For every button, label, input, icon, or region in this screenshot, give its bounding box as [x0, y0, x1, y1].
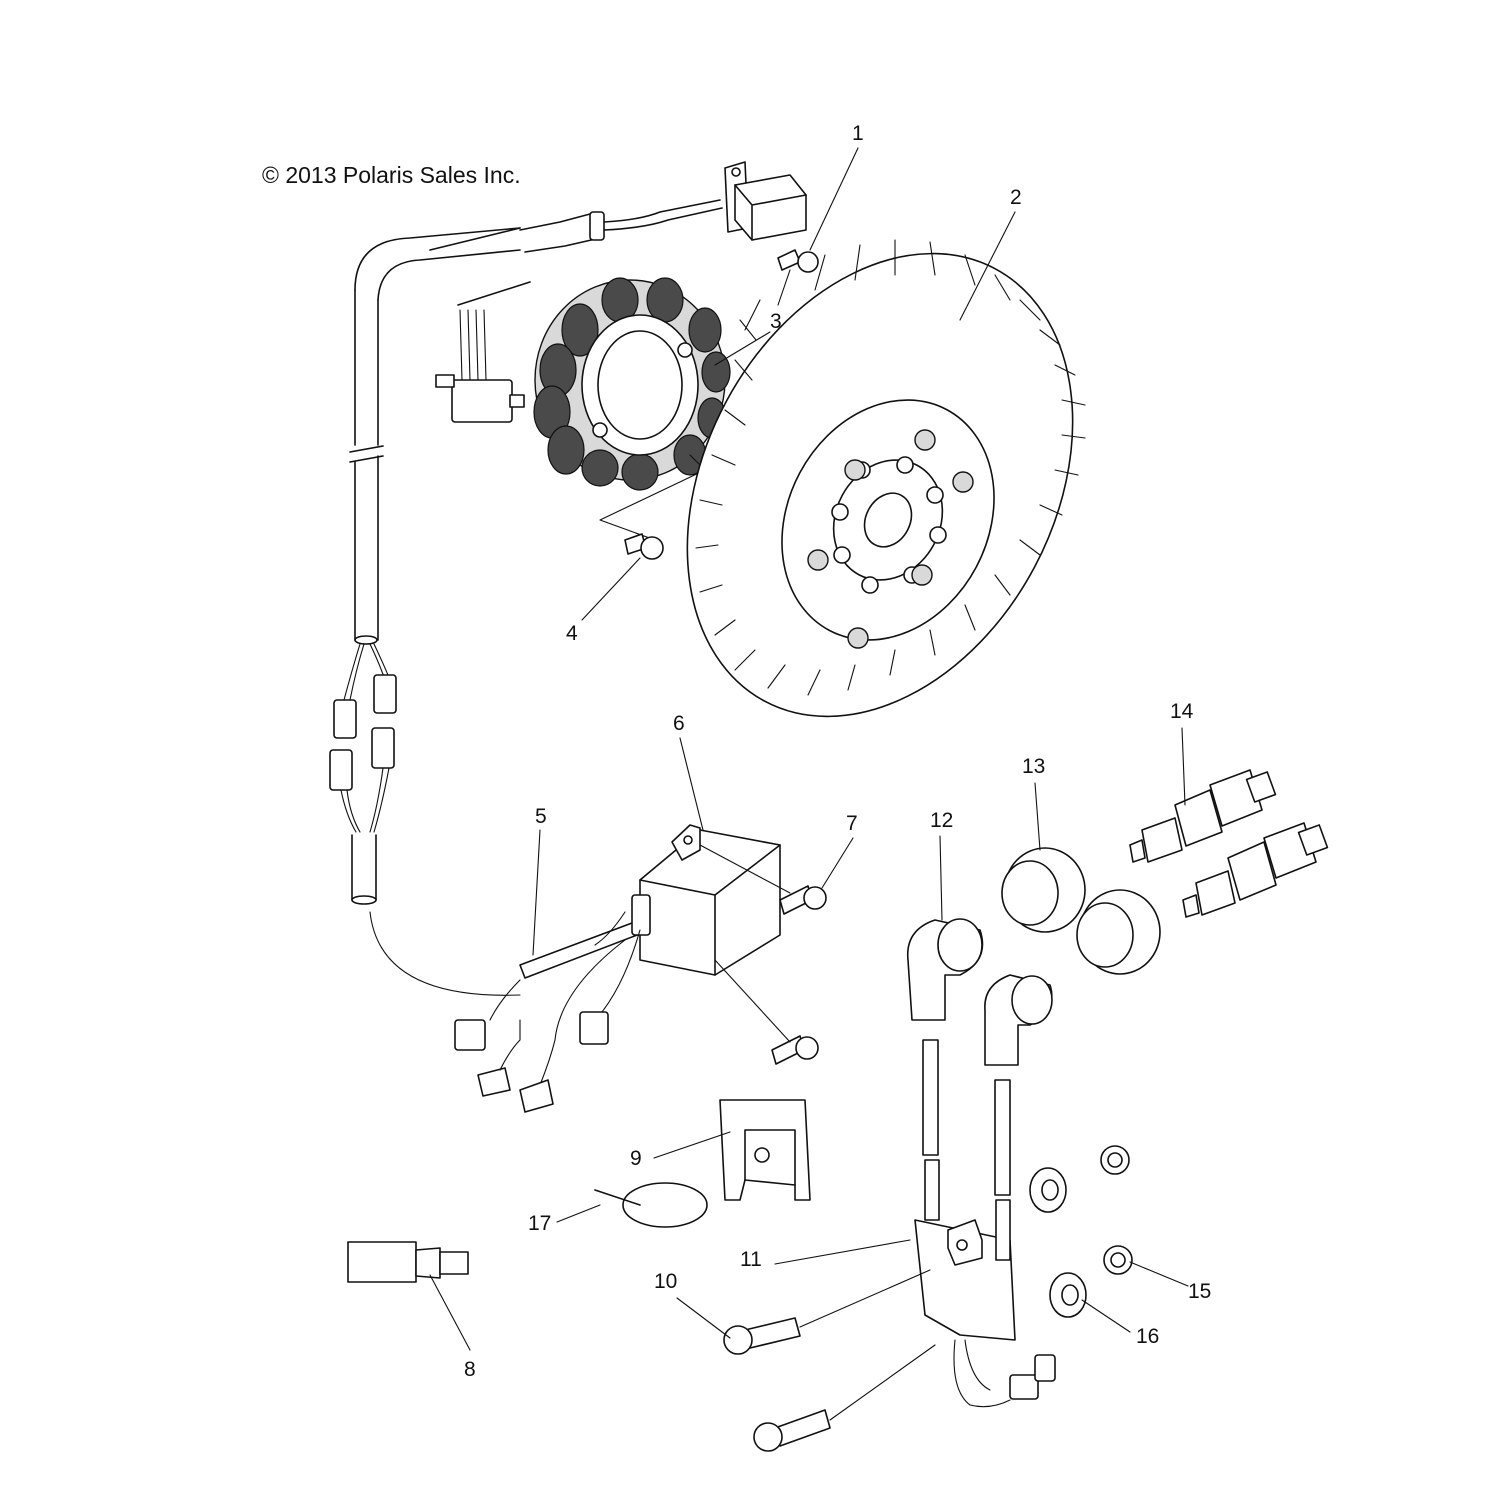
connector-d — [371, 727, 395, 769]
callout-4: 4 — [566, 622, 578, 645]
stator-screw — [624, 533, 664, 560]
spark-plugs — [1129, 769, 1329, 918]
callout-6: 6 — [673, 712, 685, 735]
coil-nuts — [1100, 1145, 1133, 1275]
coil-bracket — [719, 1099, 811, 1201]
callout-1: 1 — [852, 122, 864, 145]
connector-b — [373, 674, 397, 714]
callout-11: 11 — [740, 1248, 762, 1271]
connector-a — [333, 699, 357, 739]
callout-2: 2 — [1010, 186, 1022, 209]
pickup-sensor — [724, 161, 807, 241]
callout-10: 10 — [654, 1270, 677, 1293]
ignition-coil — [914, 1159, 1056, 1408]
callout-9: 9 — [630, 1147, 642, 1170]
pickup-screw — [777, 249, 819, 273]
callout-15: 15 — [1188, 1280, 1211, 1303]
terminal-connector — [347, 1241, 469, 1283]
callout-5: 5 — [535, 805, 547, 828]
callout-12: 12 — [930, 809, 953, 832]
callout-3: 3 — [770, 310, 782, 333]
flywheel — [686, 239, 1086, 718]
connector-c — [329, 749, 353, 791]
coil-bolts — [723, 1269, 936, 1452]
callout-8: 8 — [464, 1358, 476, 1381]
cable-tie — [594, 1182, 708, 1228]
harness-plug — [451, 379, 513, 423]
callout-17: 17 — [528, 1212, 551, 1235]
callout-14: 14 — [1170, 700, 1194, 723]
coil-washers — [1029, 1167, 1087, 1318]
callout-labels: 1 2 3 4 5 6 7 8 9 10 11 12 13 14 15 16 1… — [464, 122, 1211, 1381]
stator — [533, 277, 731, 541]
callout-7: 7 — [846, 812, 858, 835]
plug-grommets — [1001, 847, 1161, 975]
cdi-screws — [699, 844, 827, 1065]
callout-16: 16 — [1136, 1325, 1159, 1348]
callout-13: 13 — [1022, 755, 1045, 778]
leader-lines — [429, 147, 1189, 1351]
stator-harness — [329, 199, 723, 996]
cdi-module — [639, 824, 781, 976]
plug-caps — [906, 918, 1053, 1196]
cdi-harness — [454, 894, 651, 1113]
copyright-notice: © 2013 Polaris Sales Inc. — [262, 162, 521, 188]
